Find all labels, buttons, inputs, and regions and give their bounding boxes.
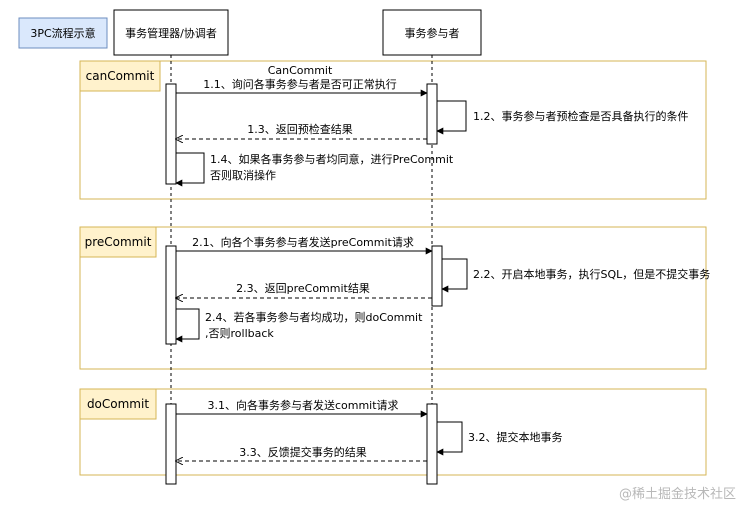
- phase-frame-precommit: preCommit: [79, 226, 707, 370]
- phase-tag-precommit: preCommit: [85, 235, 152, 249]
- watermark: @稀土掘金技术社区: [619, 486, 736, 502]
- message-label-1-2: 1.2、事务参与者预检查是否具备执行的条件: [473, 109, 689, 123]
- actor-coordinator: 事务管理器/协调者: [113, 9, 229, 56]
- activation-participant-2: [431, 245, 443, 307]
- self-arrow-3-2: [436, 421, 463, 456]
- self-arrow-1-2: [436, 100, 467, 135]
- actor-coordinator-label: 事务管理器/协调者: [125, 26, 217, 40]
- message-label-3-1: 3.1、向各事务参与者发送commit请求: [207, 398, 398, 412]
- message-label-2-1: 2.1、向各个事务参与者发送preCommit请求: [192, 235, 414, 249]
- message-label-2-2: 2.2、开启本地事务，执行SQL，但是不提交事务: [473, 267, 710, 281]
- title-text: 3PC流程示意: [30, 26, 95, 40]
- phase-frame-title: CanCommit: [268, 64, 333, 77]
- actor-participant: 事务参与者: [382, 9, 482, 56]
- activation-coordinator-1: [165, 83, 177, 185]
- message-label-2-4-line2: ,否则rollback: [205, 327, 274, 340]
- message-label-1-3: 1.3、返回预检查结果: [247, 122, 353, 136]
- activation-coordinator-2: [165, 245, 177, 345]
- phase-tag-cancommit: canCommit: [86, 69, 155, 83]
- self-arrow-2-2: [441, 258, 468, 293]
- title-box: 3PC流程示意: [18, 17, 108, 49]
- self-arrow-2-4: [175, 308, 200, 343]
- phase-tag-docommit: doCommit: [87, 397, 149, 411]
- message-label-2-3: 2.3、返回preCommit结果: [236, 282, 370, 295]
- phase-frame-docommit: doCommit: [79, 388, 707, 476]
- message-label-3-2: 3.2、提交本地事务: [468, 430, 563, 444]
- phase-frame-cancommit: canCommit CanCommit: [79, 60, 707, 200]
- activation-participant-1: [426, 83, 438, 145]
- message-label-1-4: 1.4、如果各事务参与者均同意，进行PreCommit: [210, 152, 454, 166]
- message-label-2-4: 2.4、若各事务参与者均成功，则doCommit: [205, 310, 423, 324]
- self-arrow-1-4: [175, 152, 205, 187]
- message-label-3-3: 3.3、反馈提交事务的结果: [239, 445, 367, 459]
- message-label-1-4-line2: 否则取消操作: [210, 168, 276, 182]
- activation-participant-3: [426, 403, 438, 485]
- activation-coordinator-3: [165, 403, 177, 485]
- message-label-1-1: 1.1、询问各事务参与者是否可正常执行: [203, 77, 397, 91]
- actor-participant-label: 事务参与者: [405, 26, 460, 40]
